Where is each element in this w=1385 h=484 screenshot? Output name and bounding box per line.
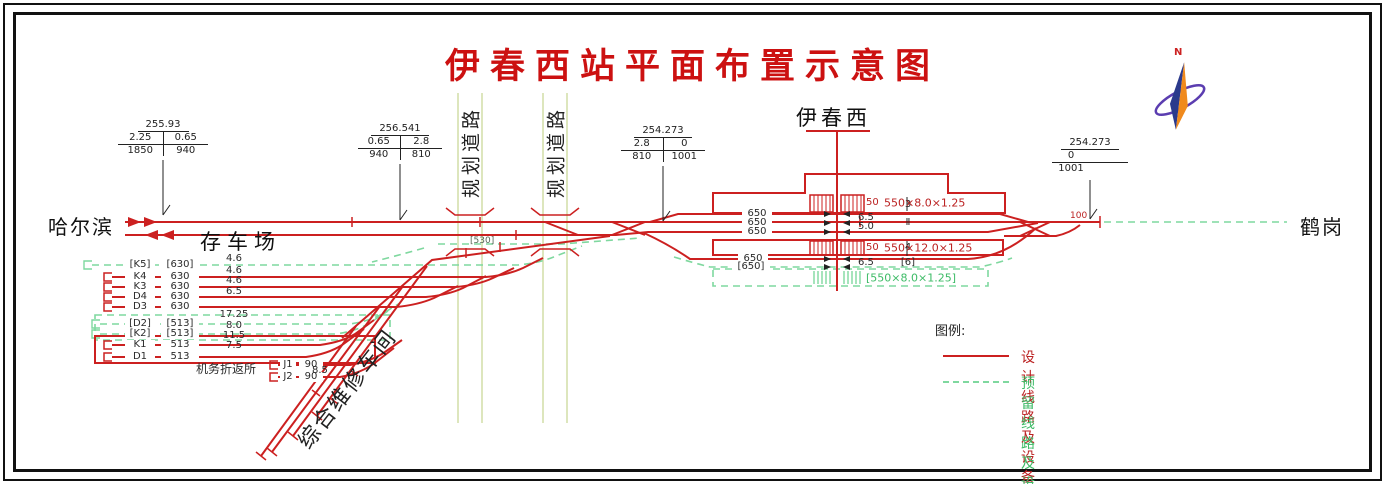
endpoint-right-hegang: 鹤岗 (1300, 215, 1344, 239)
track-details (103, 194, 1101, 461)
endpoint-left-harbin: 哈尔滨 (48, 215, 114, 239)
end-segment-length: 100 (1070, 211, 1088, 221)
yard-spacing-label: 4.6 (226, 275, 242, 286)
reserved-line-swatch (943, 381, 1009, 383)
yard-spacing-label: 6.5 (226, 286, 242, 297)
yard-spacing-label: 4.6 (226, 265, 242, 276)
north-compass-icon (1154, 62, 1206, 130)
clearance-arrows (824, 211, 850, 270)
legend: 图例: 设计线路及设备 预留线路及设备 (935, 320, 1035, 484)
elevation-value: 254.273 (634, 125, 692, 138)
gradient-marker-4: 254.273 0 1001 (1052, 137, 1128, 174)
elevation-value: 254.273 (1061, 137, 1119, 150)
track-number-label: 3 (904, 199, 912, 210)
road-edge-line (457, 93, 459, 423)
station-name: 伊春西 (796, 106, 871, 130)
yard-spacing-label: 7.5 (226, 340, 242, 351)
depot-label: 机务折返所 (196, 362, 257, 376)
elevation-value: 256.541 (371, 123, 429, 136)
drawing-title: 伊春西站平面布置示意图 (444, 47, 940, 86)
yard-spacing-label: 17.25 (219, 309, 249, 320)
platform-edge-label: 50 (866, 242, 879, 253)
track-number-label: 4 (904, 242, 912, 253)
yard-spacing-label: 8.0 (226, 320, 242, 331)
legend-design-label: 设计线路及设备 (1021, 350, 1035, 484)
yard-track-label: [D2][513] (125, 319, 199, 329)
yard-track-label: [K5][630] (125, 260, 199, 270)
track-spacing-label: 6.5 (858, 257, 874, 268)
track-number-label-reserved: [6] (900, 257, 916, 268)
platform-size-label: 550×12.0×1.25 (884, 241, 973, 255)
track-spacing-label: 5.0 (858, 221, 874, 232)
platform-edge-label: 50 (866, 197, 879, 208)
track-length-label: 650 (742, 227, 772, 237)
legend-reserved-row: 预留线路及设备 (935, 373, 1035, 484)
depot-spacing-label: 8.5 (312, 365, 328, 376)
track-length-label-reserved: [650] (732, 262, 770, 272)
platform-size-label: 550×8.0×1.25 (884, 196, 966, 210)
yard-spacing-label: 11.5 (222, 330, 246, 341)
legend-title: 图例: (935, 324, 966, 339)
reserved-hooks-hatch (83, 260, 861, 339)
drawing-frame-outer (3, 3, 1382, 481)
track-spacing-label: 6.5 (858, 212, 874, 223)
design-tracks (94, 130, 1100, 457)
track-length-label: 650 (738, 254, 768, 264)
planned-road-label-2: 规划道路 (545, 105, 568, 199)
legend-reserved-label: 预留线路及设备 (1021, 376, 1035, 484)
yard-title: 存车场 (200, 230, 281, 254)
reserved-platform-size-label: [550×8.0×1.25] (866, 271, 956, 285)
yard-spacing-label: 4.6 (226, 253, 242, 264)
road-edge-line (566, 93, 568, 423)
planned-road-label-1: 规划道路 (460, 105, 483, 199)
design-line-swatch (943, 355, 1009, 357)
legend-design-row: 设计线路及设备 (935, 347, 1035, 484)
elevation-value: 255.93 (137, 119, 189, 132)
road-edge-line (481, 93, 483, 423)
direction-arrows (128, 217, 174, 240)
drawing-frame-inner (13, 12, 1372, 472)
gradient-marker-stems (162, 160, 1098, 256)
track-number-label: Ⅱ (905, 217, 911, 228)
yard-track-label: [K2][513] (125, 329, 199, 339)
compass-north-label: N (1174, 47, 1183, 58)
track-length-label: 650 (742, 218, 772, 228)
reserved-track-length: [530] (470, 236, 495, 246)
track-length-label: 650 (742, 209, 772, 219)
platform-hatch (813, 195, 862, 255)
